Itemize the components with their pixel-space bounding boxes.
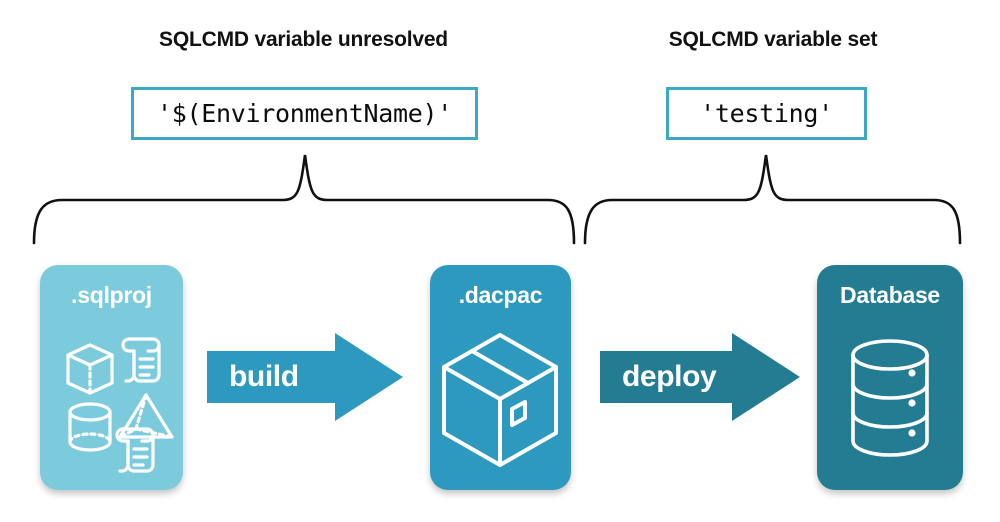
card-dacpac[interactable]: .dacpac [430,265,571,490]
section-title-right: SQLCMD variable set [668,28,878,51]
status-dot [908,399,916,407]
status-dot [908,369,916,377]
arrow-build-label: build [229,360,299,393]
card-database-label: Database [840,282,940,308]
arrow-build-icon [207,333,403,421]
arrow-deploy[interactable]: deploy [600,331,800,423]
left-brace-icon [32,154,576,245]
script-scroll-icon-bottom [115,427,155,473]
sqlcmd-variable-unresolved-value: '$(EnvironmentName)' [131,87,478,140]
arrow-build[interactable]: build [207,331,403,423]
project-shapes-icon [66,337,174,473]
card-sqlproj[interactable]: .sqlproj [40,265,183,490]
section-title-left: SQLCMD variable unresolved [159,28,448,51]
sqlcmd-variable-set-value: 'testing' [666,87,867,140]
arrow-deploy-label: deploy [622,360,717,393]
right-brace-icon [583,154,962,245]
brace-group [32,154,962,245]
pyramid-icon [118,393,174,439]
card-database[interactable]: Database [817,265,963,490]
card-dacpac-label: .dacpac [458,282,543,308]
cube-icon [66,343,114,395]
cylinder-icon [68,402,112,452]
database-cylinder-icon [851,339,929,457]
card-sqlproj-label: .sqlproj [71,282,152,308]
package-box-icon [442,333,558,467]
arrow-deploy-icon [600,333,800,421]
status-dot [908,429,916,437]
script-scroll-icon-top [121,337,161,383]
